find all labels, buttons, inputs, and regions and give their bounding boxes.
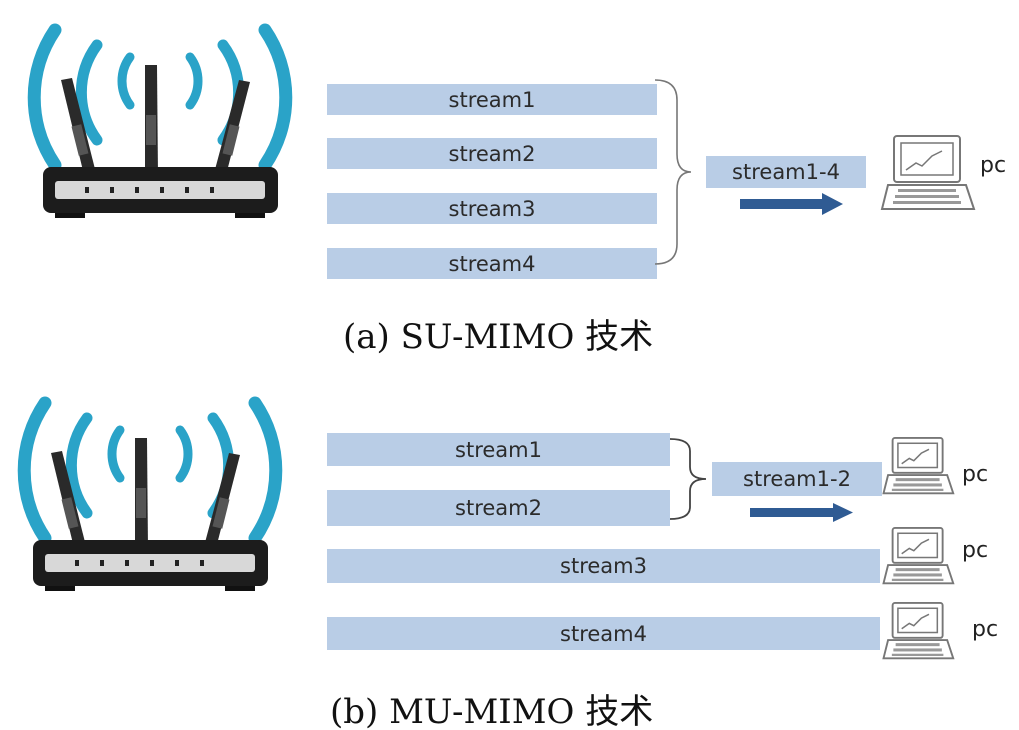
- router-icon: [27, 23, 293, 218]
- laptop-icon: [882, 602, 955, 660]
- laptop-icon: [882, 527, 955, 585]
- stream-label: stream3: [560, 554, 647, 578]
- pc-label: pc: [962, 538, 989, 563]
- stream-bar: stream2: [327, 490, 670, 526]
- stream-label: stream4: [560, 621, 647, 646]
- stream-label: stream2: [448, 141, 536, 166]
- stream-label: stream4: [448, 251, 536, 276]
- stream-bar: stream1: [327, 84, 657, 115]
- stream-label: stream3: [448, 196, 536, 221]
- aggregate-label: stream1-4: [732, 160, 840, 184]
- stream-label: stream2: [455, 496, 542, 520]
- stream-label: stream1: [448, 87, 536, 112]
- arrow-right-icon: [740, 193, 843, 215]
- caption-a: (a) SU-MIMO 技术: [343, 317, 654, 357]
- stream-label: stream1: [455, 437, 542, 462]
- pc-label: pc: [962, 462, 989, 487]
- stream-bar: stream4: [327, 248, 657, 279]
- aggregate-stream: stream1-2: [712, 462, 882, 496]
- stream-bar: stream3: [327, 549, 880, 583]
- laptop-icon: [880, 135, 976, 210]
- stream-bar: stream2: [327, 138, 657, 169]
- brace-icon: [669, 438, 707, 520]
- laptop-icon: [882, 437, 955, 495]
- pc-label: pc: [980, 153, 1007, 178]
- stream-bar: stream1: [327, 433, 670, 466]
- stream-bar: stream4: [327, 617, 880, 650]
- aggregate-stream: stream1-4: [706, 156, 866, 188]
- stream-bar: stream3: [327, 193, 657, 224]
- pc-label: pc: [972, 617, 999, 642]
- caption-b: (b) MU-MIMO 技术: [330, 692, 654, 730]
- arrow-right-icon: [750, 503, 853, 522]
- brace-icon: [654, 79, 692, 265]
- router-icon: [17, 396, 283, 591]
- aggregate-label: stream1-2: [743, 467, 851, 491]
